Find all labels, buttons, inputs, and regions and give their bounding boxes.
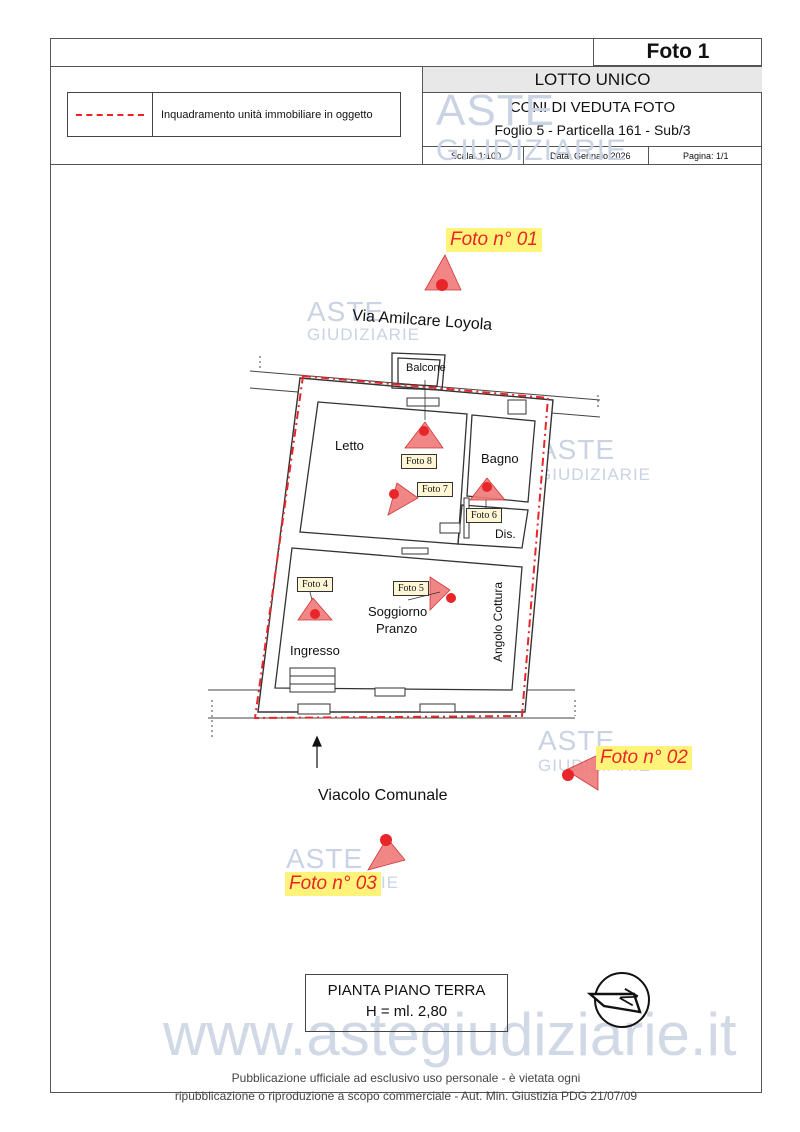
- north-arrow-icon: N: [586, 972, 650, 1028]
- photo-label-5: Foto 5: [393, 581, 429, 596]
- interior-walls: [274, 352, 536, 691]
- street-bottom: Viacolo Comunale: [318, 787, 448, 804]
- leader-lines: [309, 380, 487, 601]
- photo-label-01: Foto n° 01: [446, 228, 542, 252]
- legend-box: Inquadramento unità immobiliare in ogget…: [67, 92, 401, 137]
- header-divider: [50, 66, 762, 67]
- meta-divider: [648, 147, 649, 164]
- watermark-giudiziarie: GIUDIZIARIE: [436, 134, 628, 167]
- watermark-aste: ASTE: [286, 843, 364, 874]
- unit-boundary: [253, 374, 550, 720]
- watermark-aste: ASTE: [307, 296, 385, 327]
- room-letto: Letto: [335, 438, 364, 453]
- lotto-label: LOTTO UNICO: [423, 67, 762, 93]
- photo-label-7: Foto 7: [417, 482, 453, 497]
- drawing-frame: [50, 38, 762, 1093]
- floor-title: PIANTA PIANO TERRA: [327, 982, 486, 999]
- watermark-aste: ASTE: [538, 434, 616, 465]
- openings: [289, 397, 527, 715]
- date-label: Data: Gennaio 2026: [550, 151, 631, 161]
- photo-label-6: Foto 6: [466, 508, 502, 523]
- legend-text: Inquadramento unità immobiliare in ogget…: [161, 109, 373, 121]
- room-angolo-cottura: Angolo Cottura: [491, 581, 506, 663]
- camera-points: [310, 279, 574, 846]
- scale-label: Scala: 1:100: [451, 151, 502, 161]
- floor-title-box: PIANTA PIANO TERRA H = ml. 2,80: [305, 974, 508, 1032]
- room-pranzo: Pranzo: [376, 621, 418, 636]
- photo-label-8: Foto 8: [401, 454, 437, 469]
- publication-notice-2: ripubblicazione o riproduzione a scopo c…: [174, 1089, 638, 1103]
- publication-notice-1: Pubblicazione ufficiale ad esclusivo uso…: [231, 1071, 581, 1085]
- watermark-aste: ASTE: [436, 86, 555, 135]
- watermark-giudiziarie: GIUDIZIARIE: [307, 325, 421, 344]
- room-dis: Dis.: [495, 527, 516, 541]
- building-walls: [257, 377, 554, 713]
- meta-divider: [523, 147, 524, 164]
- watermark-giudiziarie: GIUDIZIARIE: [538, 465, 652, 484]
- room-balcone: Balcone: [406, 362, 446, 374]
- entrance-arrow: [312, 735, 322, 768]
- legend-swatch: [68, 93, 153, 136]
- header-bottom-divider: [50, 164, 762, 165]
- room-ingresso: Ingresso: [290, 643, 340, 658]
- meta-row: Scala: 1:100 Data: Gennaio 2026 Pagina: …: [423, 146, 762, 164]
- page-label: Pagina: 1/1: [683, 151, 729, 161]
- coni-label: CONI DI VEDUTA FOTO: [509, 99, 676, 116]
- ceiling-height: H = ml. 2,80: [365, 1003, 448, 1020]
- room-bagno: Bagno: [481, 451, 519, 466]
- photo-label-03: Foto n° 03: [285, 872, 381, 896]
- photo-label-02: Foto n° 02: [596, 746, 692, 770]
- cadastral-reference: Foglio 5 - Particella 161 - Sub/3: [494, 122, 691, 138]
- header-vertical-divider: [422, 66, 423, 164]
- room-soggiorno: Soggiorno: [368, 604, 428, 619]
- photo-sheet-title: Foto 1: [593, 38, 762, 66]
- photo-label-4: Foto 4: [297, 577, 333, 592]
